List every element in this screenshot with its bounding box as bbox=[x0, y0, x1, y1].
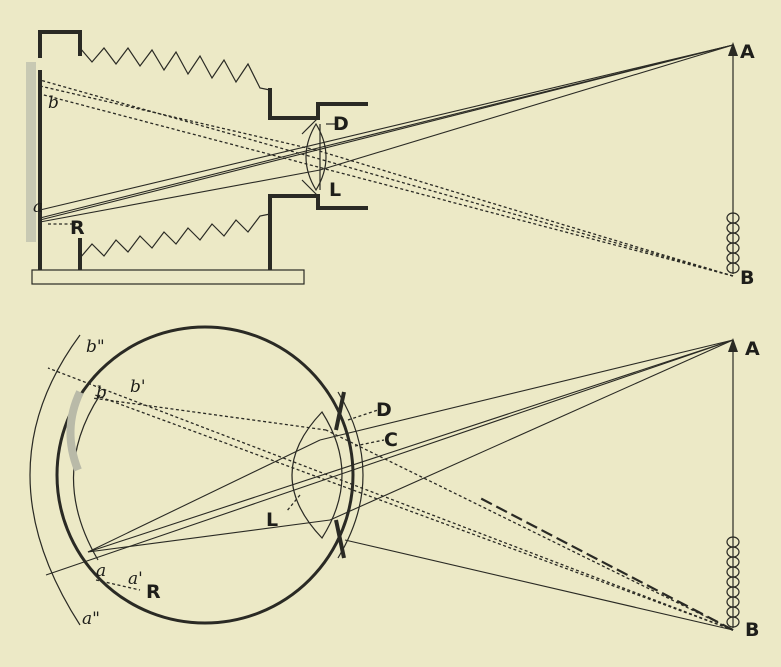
camera-back-top bbox=[38, 30, 82, 58]
eye-arrow-head bbox=[728, 338, 738, 352]
eye-lens bbox=[291, 411, 343, 539]
eye-D-pointer bbox=[347, 409, 379, 421]
eyeball bbox=[55, 325, 355, 625]
camera-base bbox=[31, 269, 305, 285]
eye-label-C: C bbox=[384, 429, 398, 451]
eye-diagram: A B D C L R a a' a" b b' b" bbox=[29, 325, 760, 641]
camera-label-b: b bbox=[48, 93, 59, 113]
photographic-plate bbox=[26, 62, 36, 242]
camera-label-a: a bbox=[33, 197, 43, 217]
eye-R-pointer bbox=[95, 579, 141, 591]
lens-board-top bbox=[268, 88, 368, 120]
bellows-top bbox=[79, 46, 271, 91]
eye-rays-solid bbox=[45, 339, 734, 576]
eye-arrow-feathers bbox=[726, 536, 740, 628]
iris bbox=[334, 391, 346, 559]
eye-label-b-double: b" bbox=[86, 337, 105, 357]
camera-label-A: A bbox=[740, 41, 755, 63]
eye-label-a: a bbox=[96, 561, 106, 581]
eye-rays-dashed bbox=[47, 367, 734, 631]
bellows-bottom bbox=[79, 213, 271, 259]
eye-label-R: R bbox=[146, 581, 161, 603]
camera-label-R: R bbox=[70, 217, 85, 239]
eye-label-A: A bbox=[745, 338, 760, 360]
camera-label-L: L bbox=[329, 179, 341, 201]
camera-rays-dashed bbox=[39, 79, 734, 277]
lens-mount bbox=[301, 117, 319, 197]
eye-label-a-prime: a' bbox=[128, 569, 143, 589]
eye-C-pointer bbox=[354, 439, 385, 447]
outer-arc bbox=[29, 334, 81, 626]
camera-diagram: A B D L R a b bbox=[26, 30, 755, 289]
retina-image-shading bbox=[66, 390, 84, 472]
eye-label-L: L bbox=[266, 509, 278, 531]
camera-lens bbox=[305, 122, 327, 192]
camera-label-B: B bbox=[740, 267, 754, 289]
camera-rays-solid bbox=[39, 44, 734, 223]
eye-label-B: B bbox=[745, 619, 759, 641]
eye-label-b-prime: b' bbox=[130, 377, 146, 397]
eye-label-D: D bbox=[376, 399, 392, 421]
cornea bbox=[337, 391, 364, 559]
camera-arrow-feathers bbox=[726, 212, 740, 274]
eye-label-b: b bbox=[96, 383, 107, 403]
eye-label-a-double: a" bbox=[82, 609, 100, 629]
retina bbox=[72, 394, 101, 561]
camera-arrow-head bbox=[728, 42, 738, 56]
lens-board-bottom bbox=[268, 194, 368, 270]
eye-L-pointer bbox=[285, 494, 301, 513]
camera-label-D: D bbox=[333, 113, 349, 135]
